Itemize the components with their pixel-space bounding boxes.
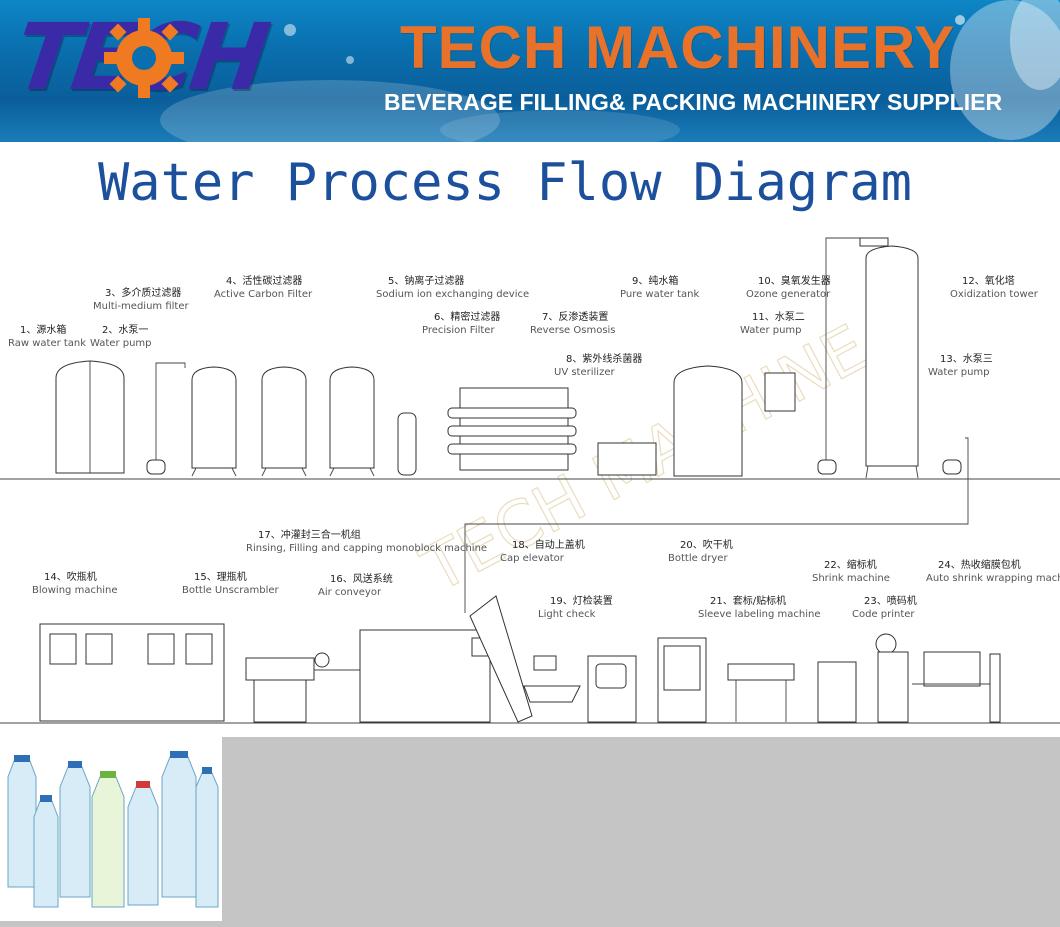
station-label-en: Precision Filter <box>422 325 495 336</box>
station-label-en: Bottle dryer <box>668 553 728 564</box>
shrink-wrapping-machine <box>875 633 1001 723</box>
station-label-zh: 20、吹干机 <box>680 538 733 551</box>
station-label-en: Light check <box>538 609 596 620</box>
station-label-en: Multi-medium filter <box>93 301 189 312</box>
station-label-en: Air conveyor <box>318 587 382 598</box>
station-label-en: Water pump <box>928 367 990 378</box>
brand-subtitle: BEVERAGE FILLING& PACKING MACHINERY SUPP… <box>384 89 1003 115</box>
pure-water-tank <box>673 365 743 477</box>
air-conveyor <box>314 652 360 671</box>
station-label-zh: 5、钠离子过滤器 <box>388 274 464 287</box>
station-label-en: Active Carbon Filter <box>214 289 313 300</box>
station-label-zh: 4、活性碳过滤器 <box>226 274 302 287</box>
station-label-en: UV sterilizer <box>554 367 615 378</box>
station-label-zh: 1、源水箱 <box>20 323 66 336</box>
flow-diagram: TECH MACHINE <box>0 237 1060 724</box>
station-label-en: Auto shrink wrapping machine <box>926 573 1060 584</box>
water-pump-3 <box>942 459 962 475</box>
raw-water-tank <box>55 360 125 474</box>
water-splash-graphic <box>160 0 1060 142</box>
uv-sterilizer <box>597 442 657 476</box>
station-label-en: Oxidization tower <box>950 289 1039 300</box>
station-label-zh: 23、喷码机 <box>864 594 917 607</box>
bottle-unscrambler <box>245 657 315 723</box>
light-check <box>523 655 581 703</box>
bottles-photo <box>0 737 222 921</box>
station-label-en: Sleeve labeling machine <box>698 609 820 620</box>
station-label-en: Ozone generator <box>746 289 831 300</box>
ozone-generator <box>764 372 796 412</box>
station-label-zh: 18、自动上盖机 <box>512 538 585 551</box>
station-label-zh: 17、冲灌封三合一机组 <box>258 528 361 541</box>
station-label-zh: 19、灯检装置 <box>550 594 613 607</box>
station-label-zh: 13、水泵三 <box>940 353 993 365</box>
sleeve-labeling-machine <box>657 637 707 723</box>
station-label-en: Water pump <box>740 325 802 336</box>
station-label-zh: 15、理瓶机 <box>194 570 247 583</box>
station-label-zh: 21、套标/贴标机 <box>710 594 786 607</box>
code-printer <box>817 661 857 723</box>
station-label-en: Bottle Unscrambler <box>182 585 280 596</box>
station-label-en: Water pump <box>90 338 152 349</box>
shrink-machine <box>727 663 795 722</box>
station-label-zh: 10、臭氧发生器 <box>758 274 831 287</box>
station-label-en: Cap elevator <box>500 553 565 564</box>
station-label-zh: 22、缩标机 <box>824 558 877 571</box>
station-label-zh: 12、氧化塔 <box>962 274 1015 287</box>
station-label-zh: 8、紫外线杀菌器 <box>566 352 642 365</box>
header-banner: TECH TECH MACHINERY BEVERAGE FILLING& PA… <box>0 0 1060 142</box>
transfer-pipe <box>464 437 969 613</box>
station-label-zh: 16、风送系统 <box>330 572 393 585</box>
station-label-zh: 14、吹瓶机 <box>44 570 97 583</box>
precision-filter <box>397 412 417 476</box>
station-label-zh: 3、多介质过滤器 <box>105 286 181 299</box>
bottom-photo-strip <box>0 737 1060 927</box>
station-label-en: Shrink machine <box>812 573 890 584</box>
station-label-en: Blowing machine <box>32 585 118 596</box>
diagram-title: Water Process Flow Diagram <box>98 153 912 213</box>
station-label-en: Pure water tank <box>620 289 699 300</box>
water-pump-2 <box>817 237 866 475</box>
multi-medium-filter <box>191 366 237 477</box>
station-label-zh: 6、精密过滤器 <box>434 310 500 323</box>
active-carbon-filter <box>261 366 307 477</box>
reverse-osmosis <box>447 387 577 471</box>
station-label-en: Code printer <box>852 609 915 620</box>
water-pump-1 <box>146 362 186 475</box>
blowing-machine <box>39 623 225 722</box>
station-label-zh: 2、水泵一 <box>102 324 148 336</box>
rinsing-filling-capping-monoblock <box>359 629 491 723</box>
station-label-en: Reverse Osmosis <box>530 325 616 336</box>
brand-title: TECH MACHINERY <box>400 14 956 81</box>
station-label-en: Sodium ion exchanging device <box>376 289 529 300</box>
sodium-ion-device <box>329 366 375 477</box>
station-label-zh: 7、反渗透装置 <box>542 310 608 323</box>
gear-icon <box>104 18 184 98</box>
station-label-en: Rinsing, Filling and capping monoblock m… <box>246 543 487 554</box>
station-label-zh: 24、热收缩膜包机 <box>938 558 1021 571</box>
oxidization-tower <box>859 237 919 479</box>
bottle-dryer <box>587 655 637 723</box>
station-label-zh: 11、水泵二 <box>752 311 805 323</box>
station-label-en: Raw water tank <box>8 338 86 349</box>
cap-elevator <box>469 595 533 723</box>
station-label-zh: 9、纯水箱 <box>632 274 678 287</box>
